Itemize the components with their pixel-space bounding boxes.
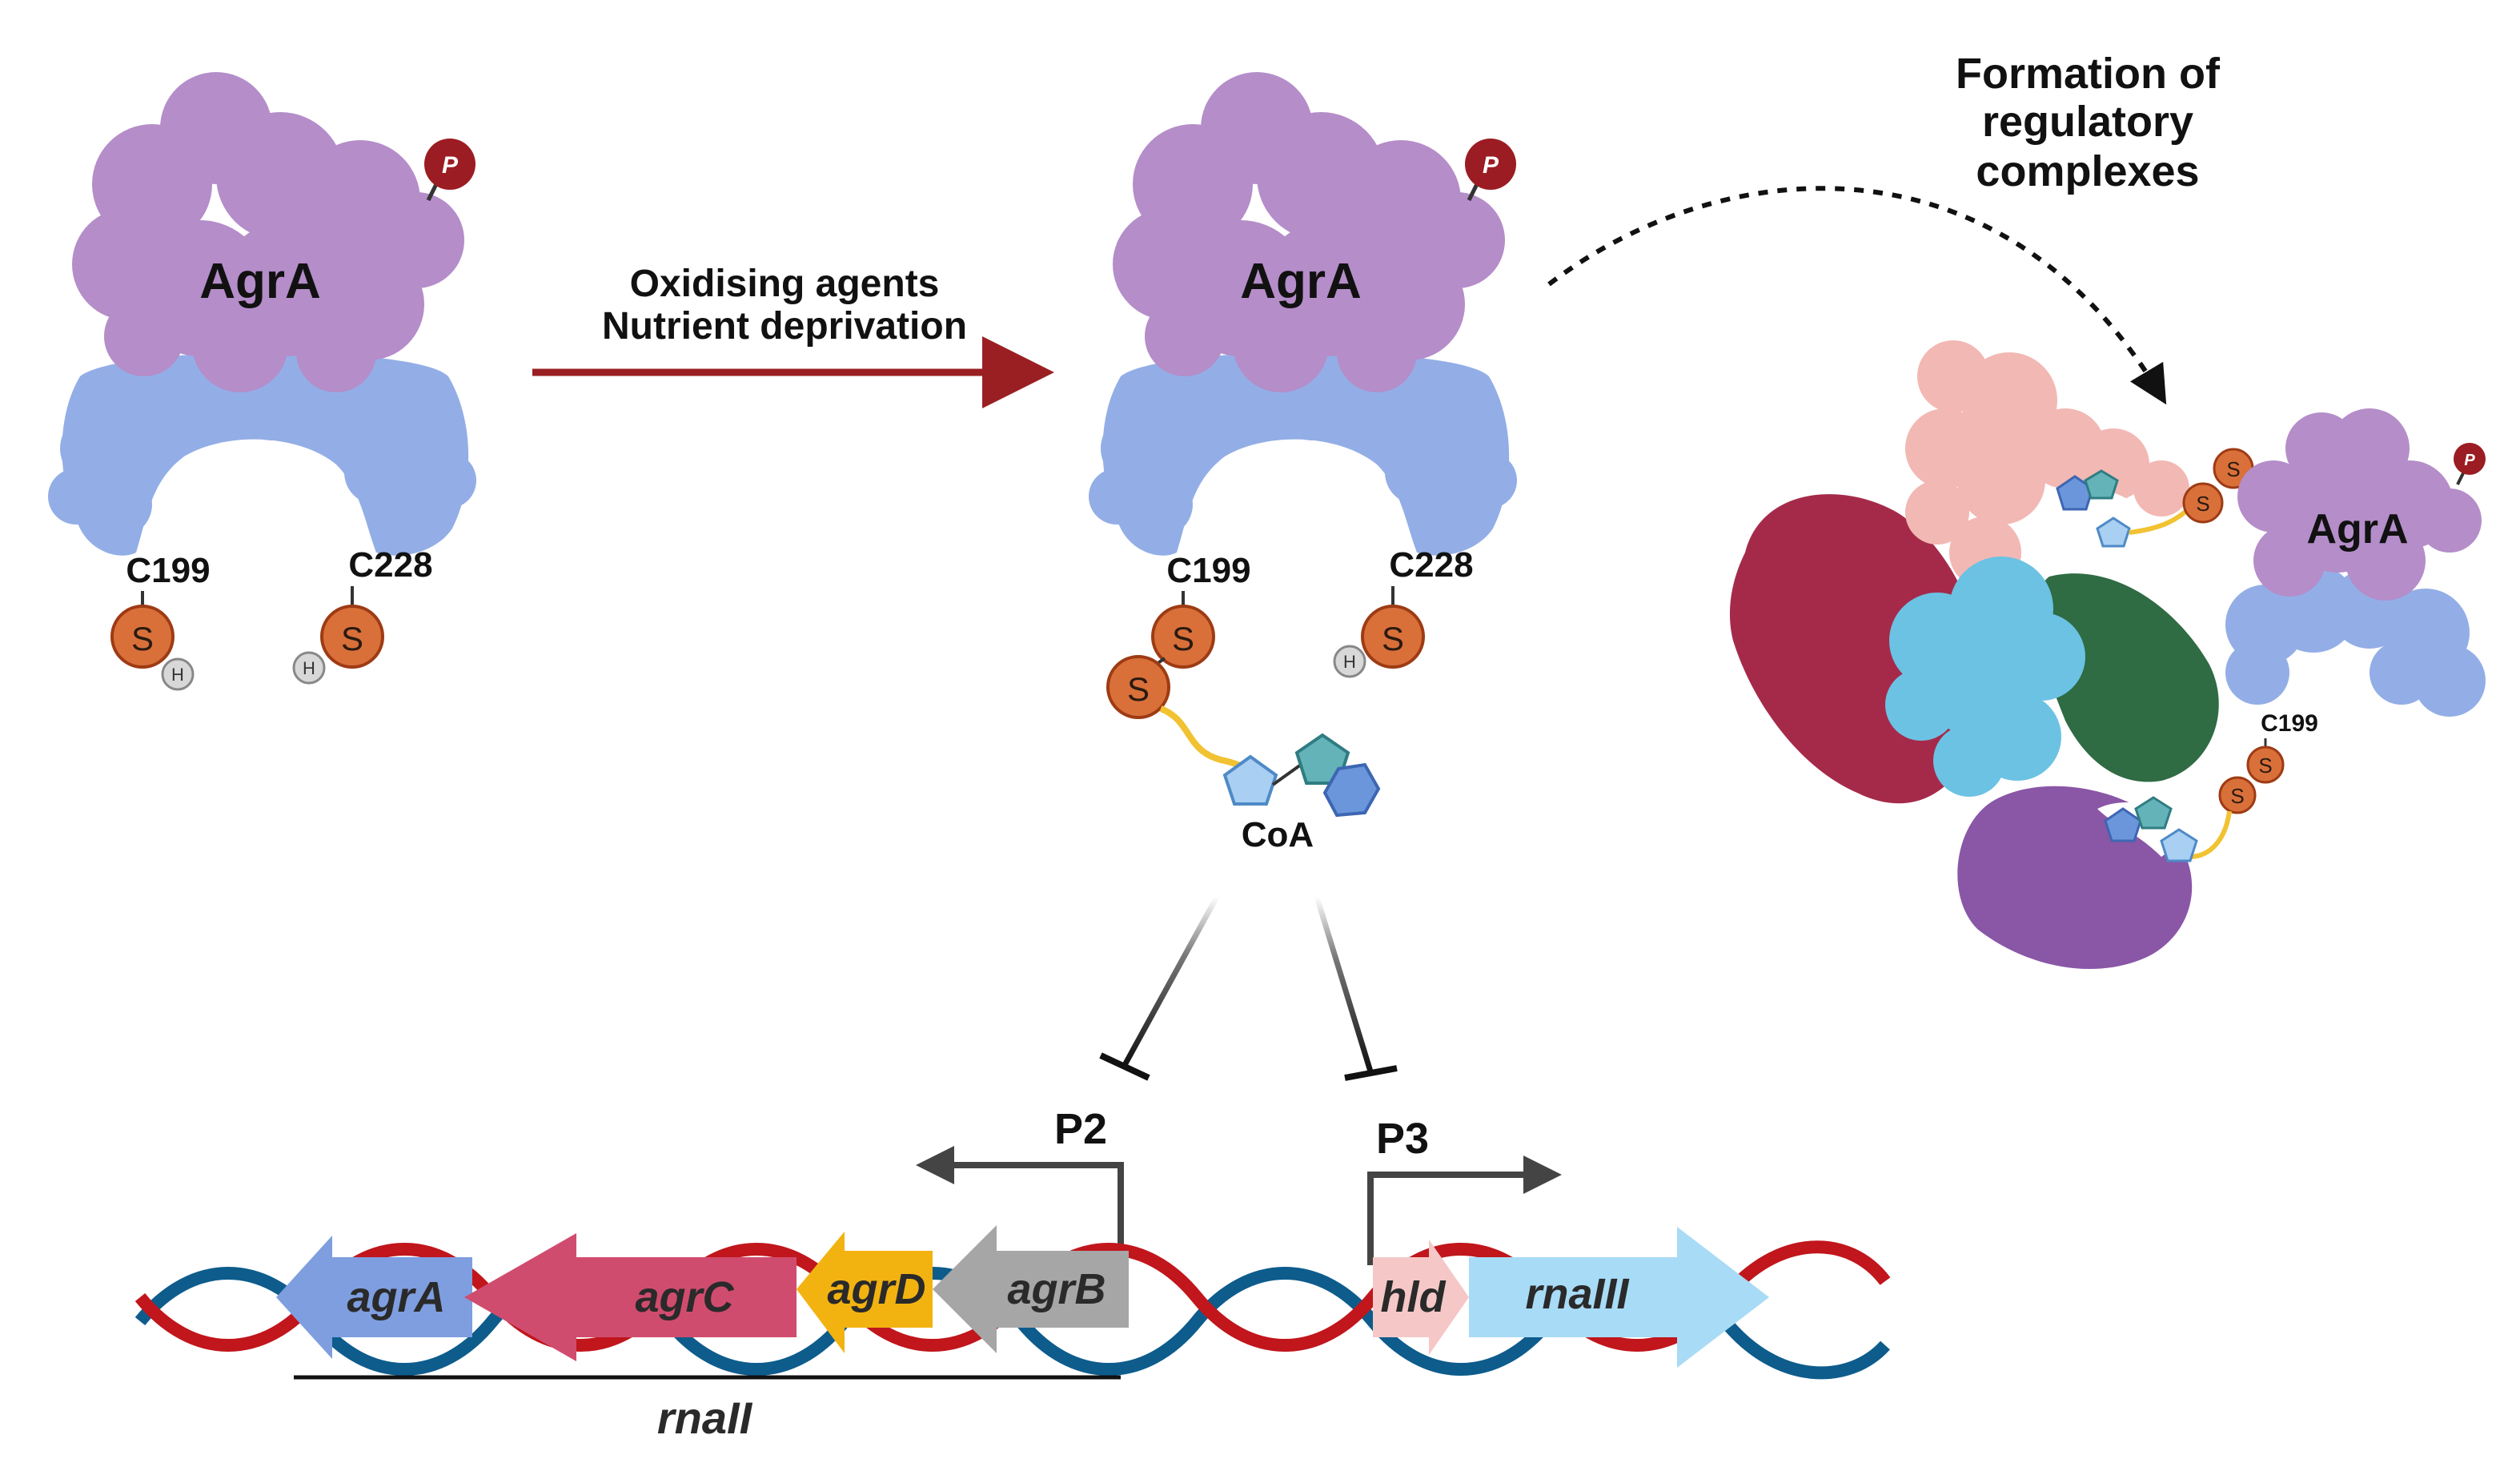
sulfur-label: S (2226, 457, 2240, 481)
inhibition-marks (1099, 895, 1398, 1081)
inhibition-line-p3 (1314, 895, 1374, 1073)
phospho-label: P (1483, 152, 1499, 179)
promoter-p3: P3 (1367, 1115, 1562, 1265)
coa-ring-icon (1222, 754, 1278, 806)
complex-label-line3: complexes (1976, 147, 2199, 195)
coa-label: CoA (1242, 815, 1314, 854)
hydrogen-icon (1333, 645, 1366, 678)
thiol-sulfur-icon (110, 605, 175, 669)
sulfur-label: S (2196, 492, 2209, 516)
p2-label: P2 (1054, 1105, 1107, 1153)
thiol-sulfur-icon (2246, 746, 2285, 784)
phospho-group-icon (424, 139, 476, 190)
agra-label: AgrA (1240, 254, 1362, 309)
gene-agrD-label: agrD (827, 1265, 925, 1313)
regulatory-complex: S S C6 P AgrA C199 S S (1729, 340, 2486, 970)
p3-label: P3 (1376, 1115, 1429, 1163)
site-c228-label: C228 (348, 545, 432, 585)
phospho-label: P (442, 152, 459, 179)
coa-ring-icon (1322, 762, 1381, 818)
agra-protein-complex: P AgrA C199 S S (2104, 408, 2486, 862)
thiol-sulfur-icon (320, 605, 384, 669)
agra-dna-binding-domain (2225, 565, 2486, 717)
coa-sulfur-icon (2182, 482, 2224, 524)
hydrogen-label: H (1343, 652, 1356, 672)
phospho-group-icon (2454, 443, 2486, 475)
thiol-sulfur-icon (1361, 605, 1425, 669)
thiol-sulfur-icon (1151, 605, 1215, 669)
agra-receiver-domain (1113, 72, 1505, 392)
p3-arrow (1367, 1156, 1562, 1265)
hydrogen-label: H (303, 658, 315, 678)
site-c199-label: C199 (126, 551, 210, 590)
agra-label: AgrA (2306, 506, 2408, 553)
sulfur-label: S (1172, 620, 1194, 657)
coa-sulfur-icon (2218, 776, 2257, 814)
gene-agrC: agrC (464, 1233, 797, 1361)
phospho-group-icon (1465, 139, 1516, 190)
gene-agrC-label: agrC (635, 1273, 734, 1321)
agra-label: AgrA (199, 254, 321, 309)
sulfur-label: S (2258, 754, 2272, 778)
sulfur-label: S (131, 620, 154, 657)
agra-receiver-domain (2237, 408, 2482, 601)
complex-subunit-green (2035, 573, 2219, 782)
gene-agrA-label: agrA (347, 1273, 445, 1321)
complex-subunit-pink (1905, 340, 2189, 589)
gene-hld: hld (1373, 1240, 1469, 1355)
gene-hld-label: hld (1381, 1273, 1447, 1321)
inhibition-bar-p2 (1099, 1052, 1150, 1081)
sulfur-label: S (1127, 670, 1150, 708)
inhibition-bar-p3 (1344, 1065, 1398, 1081)
arrow-label-line1: Oxidising agents (630, 263, 940, 305)
gene-agrB: agrB (933, 1225, 1129, 1353)
complex-formation-arrow (1547, 186, 2167, 405)
gene-arrows: agrA agrC agrD agrB hld rnaIII (276, 1225, 1769, 1368)
sulfur-label: S (341, 620, 363, 657)
gene-agrB-label: agrB (1007, 1265, 1106, 1313)
hydrogen-icon (292, 651, 326, 685)
arrow-label-line2: Nutrient deprivation (602, 305, 967, 348)
agra-receiver-domain (72, 72, 464, 392)
phospho-label: P (2464, 452, 2475, 469)
sulfur-label: S (1382, 620, 1404, 657)
site-c199-label: C199 (2261, 710, 2318, 737)
inhibition-line-p2 (1122, 895, 1220, 1067)
hydrogen-icon (161, 657, 195, 691)
site-c228-label: C228 (1389, 545, 1473, 585)
agra-protein-left: P AgrA C199 C228 S H S H (48, 72, 476, 691)
p2-arrow (916, 1146, 1124, 1265)
coa-ring-icon (2104, 807, 2142, 842)
coa-sulfur-icon (1106, 655, 1170, 719)
site-c199-label: C199 (1166, 551, 1250, 590)
hydrogen-label: H (171, 665, 184, 685)
promoter-p2: P2 (916, 1105, 1124, 1265)
gene-rnaIII-label: rnaIII (1525, 1270, 1629, 1318)
sulfur-label: S (2230, 784, 2244, 808)
agra-protein-middle: P AgrA C199 C228 S S CoA S H (1089, 72, 1517, 854)
coa-ring-icon (2134, 796, 2173, 830)
complex-subunit-skyblue (1885, 557, 2085, 797)
gene-agrA: agrA (276, 1236, 472, 1359)
operon-rnaII-label: rnaII (657, 1393, 753, 1443)
gene-rnaIII: rnaIII (1469, 1227, 1769, 1368)
complex-label-line1: Formation of (1956, 50, 2221, 98)
gene-agrD: agrD (797, 1232, 933, 1353)
coa-ring-icon (2160, 828, 2198, 862)
complex-label-line2: regulatory (1982, 98, 2193, 146)
condition-arrow: Oxidising agents Nutrient deprivation (532, 263, 1054, 408)
